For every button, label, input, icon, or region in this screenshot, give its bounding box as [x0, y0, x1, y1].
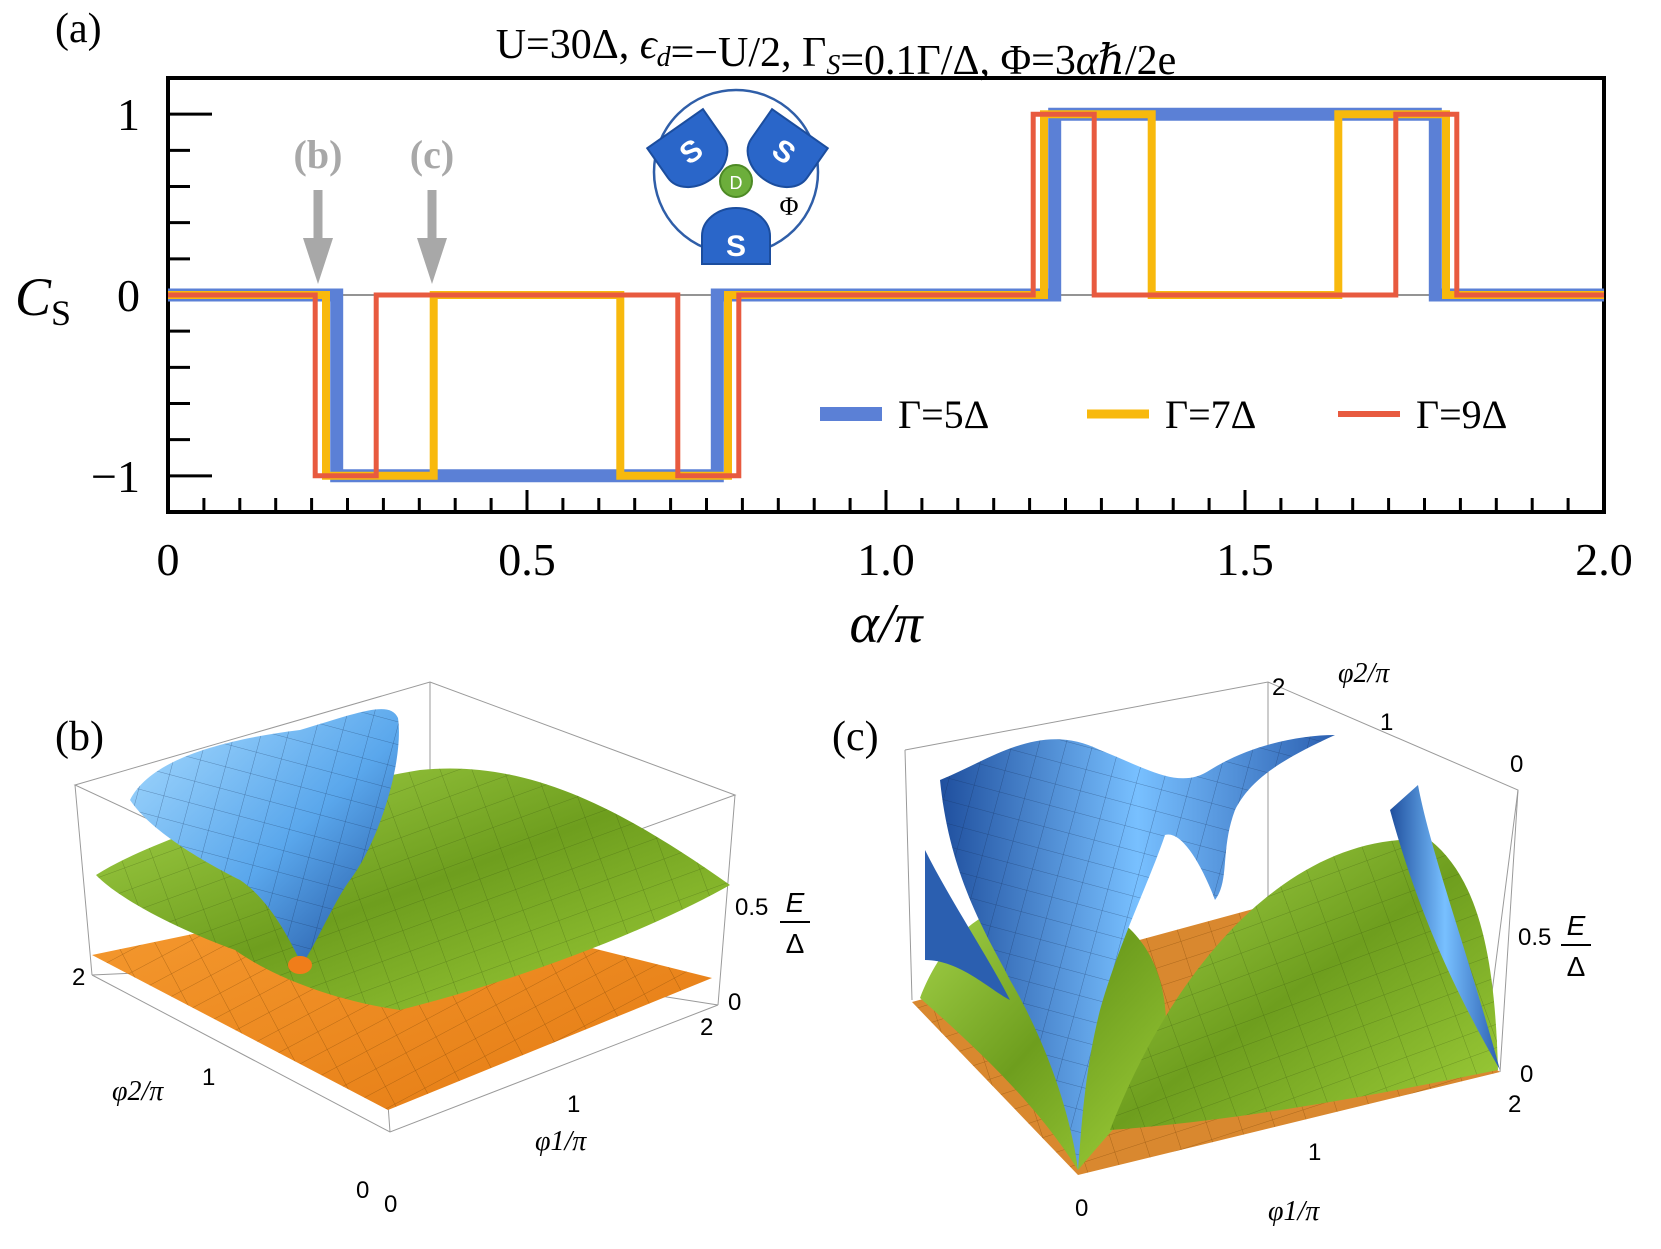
series-line-3: [168, 111, 1604, 479]
surface-blue-grid: [940, 735, 1335, 1170]
b-zlabel-den: Δ: [786, 928, 805, 959]
sc-label-bottom: S: [726, 230, 746, 263]
c-zlabel-den: Δ: [1567, 951, 1586, 982]
chart-title: U=30Δ, ϵd=−U/2, ΓS=0.1Γ/Δ, Φ=3αℏ/2e: [496, 22, 1177, 84]
x-tick-label: 0.5: [498, 534, 556, 585]
c-zlabel-num: E: [1567, 910, 1586, 941]
annotation-arrow-b: (b): [294, 132, 343, 284]
c-ylabel: φ2/π: [1338, 658, 1390, 689]
c-xlabel: φ1/π: [1268, 1196, 1320, 1227]
c-ytick-0: 0: [1510, 751, 1523, 778]
b-xlabel: φ1/π: [535, 1126, 587, 1157]
surface-blue-edge: [1390, 785, 1500, 1070]
b-ytick-0: 0: [356, 1177, 369, 1204]
superconductor-bottom: S: [701, 207, 771, 265]
b-zlabel-num: E: [786, 887, 805, 918]
b-ytick-1: 1: [202, 1064, 215, 1091]
legend-label-2: Γ=7Δ: [1165, 392, 1256, 437]
x-tick-label: 0: [157, 534, 180, 585]
inset-schematic: S S S D Φ: [645, 88, 830, 265]
x-axis-label: α/π: [849, 593, 924, 655]
b-ylabel: φ2/π: [112, 1076, 164, 1107]
legend: Γ=5Δ Γ=7Δ Γ=9Δ: [820, 392, 1507, 437]
flux-label: Φ: [779, 192, 798, 221]
x-tick-label: 1.0: [857, 534, 915, 585]
b-xtick-0: 0: [384, 1191, 397, 1218]
panel-label-c: (c): [832, 714, 879, 760]
x-tick-label: 2.0: [1575, 534, 1633, 585]
legend-label-1: Γ=5Δ: [898, 392, 989, 437]
dot-label: D: [730, 173, 743, 193]
y-axis-label: CS: [15, 267, 71, 333]
axis-labels-a: 0 0.5 1.0 1.5 2.0 −1 0 1 α/π CS: [15, 89, 1633, 655]
surface-plot-b: [73, 681, 737, 1133]
c-ytick-1: 1: [1380, 709, 1393, 736]
c-ztick-05: 0.5: [1518, 924, 1551, 951]
annotation-c-label: (c): [410, 132, 454, 177]
b-xtick-1: 1: [567, 1091, 580, 1118]
b-ytick-2: 2: [72, 964, 85, 991]
surface-blue-grid: [130, 709, 399, 965]
arrow-b-head: [303, 238, 333, 284]
box-c: [904, 681, 1519, 1073]
surface-plot-c: [904, 681, 1519, 1175]
degeneracy-point: [288, 956, 312, 974]
panel-label-a: (a): [55, 6, 102, 52]
y-tick-label: 0: [117, 270, 140, 321]
c-ztick-0: 0: [1520, 1061, 1533, 1088]
panel-label-b: (b): [55, 714, 104, 760]
legend-label-3: Γ=9Δ: [1416, 392, 1507, 437]
surface-green-grid: [1110, 839, 1498, 1130]
b-ztick-05: 0.5: [735, 894, 768, 921]
b-xtick-2: 2: [700, 1014, 713, 1041]
x-tick-label: 1.5: [1216, 534, 1274, 585]
annotation-b-label: (b): [294, 132, 343, 177]
y-tick-label: −1: [91, 451, 140, 502]
superconductor-right: S: [746, 107, 830, 189]
c-xtick-1: 1: [1308, 1139, 1321, 1166]
arrow-c-head: [417, 238, 447, 284]
c-ytick-2: 2: [1272, 674, 1285, 701]
c-xtick-0: 0: [1075, 1195, 1088, 1222]
c-xtick-2: 2: [1508, 1091, 1521, 1118]
b-ztick-0: 0: [728, 989, 741, 1016]
annotation-arrow-c: (c): [410, 132, 454, 284]
series-layer: [168, 107, 1604, 483]
quantum-dot: [719, 164, 753, 198]
y-tick-label: 1: [117, 89, 140, 140]
surface-blue-left-edge: [925, 850, 1010, 1000]
superconductor-left: S: [645, 107, 729, 189]
